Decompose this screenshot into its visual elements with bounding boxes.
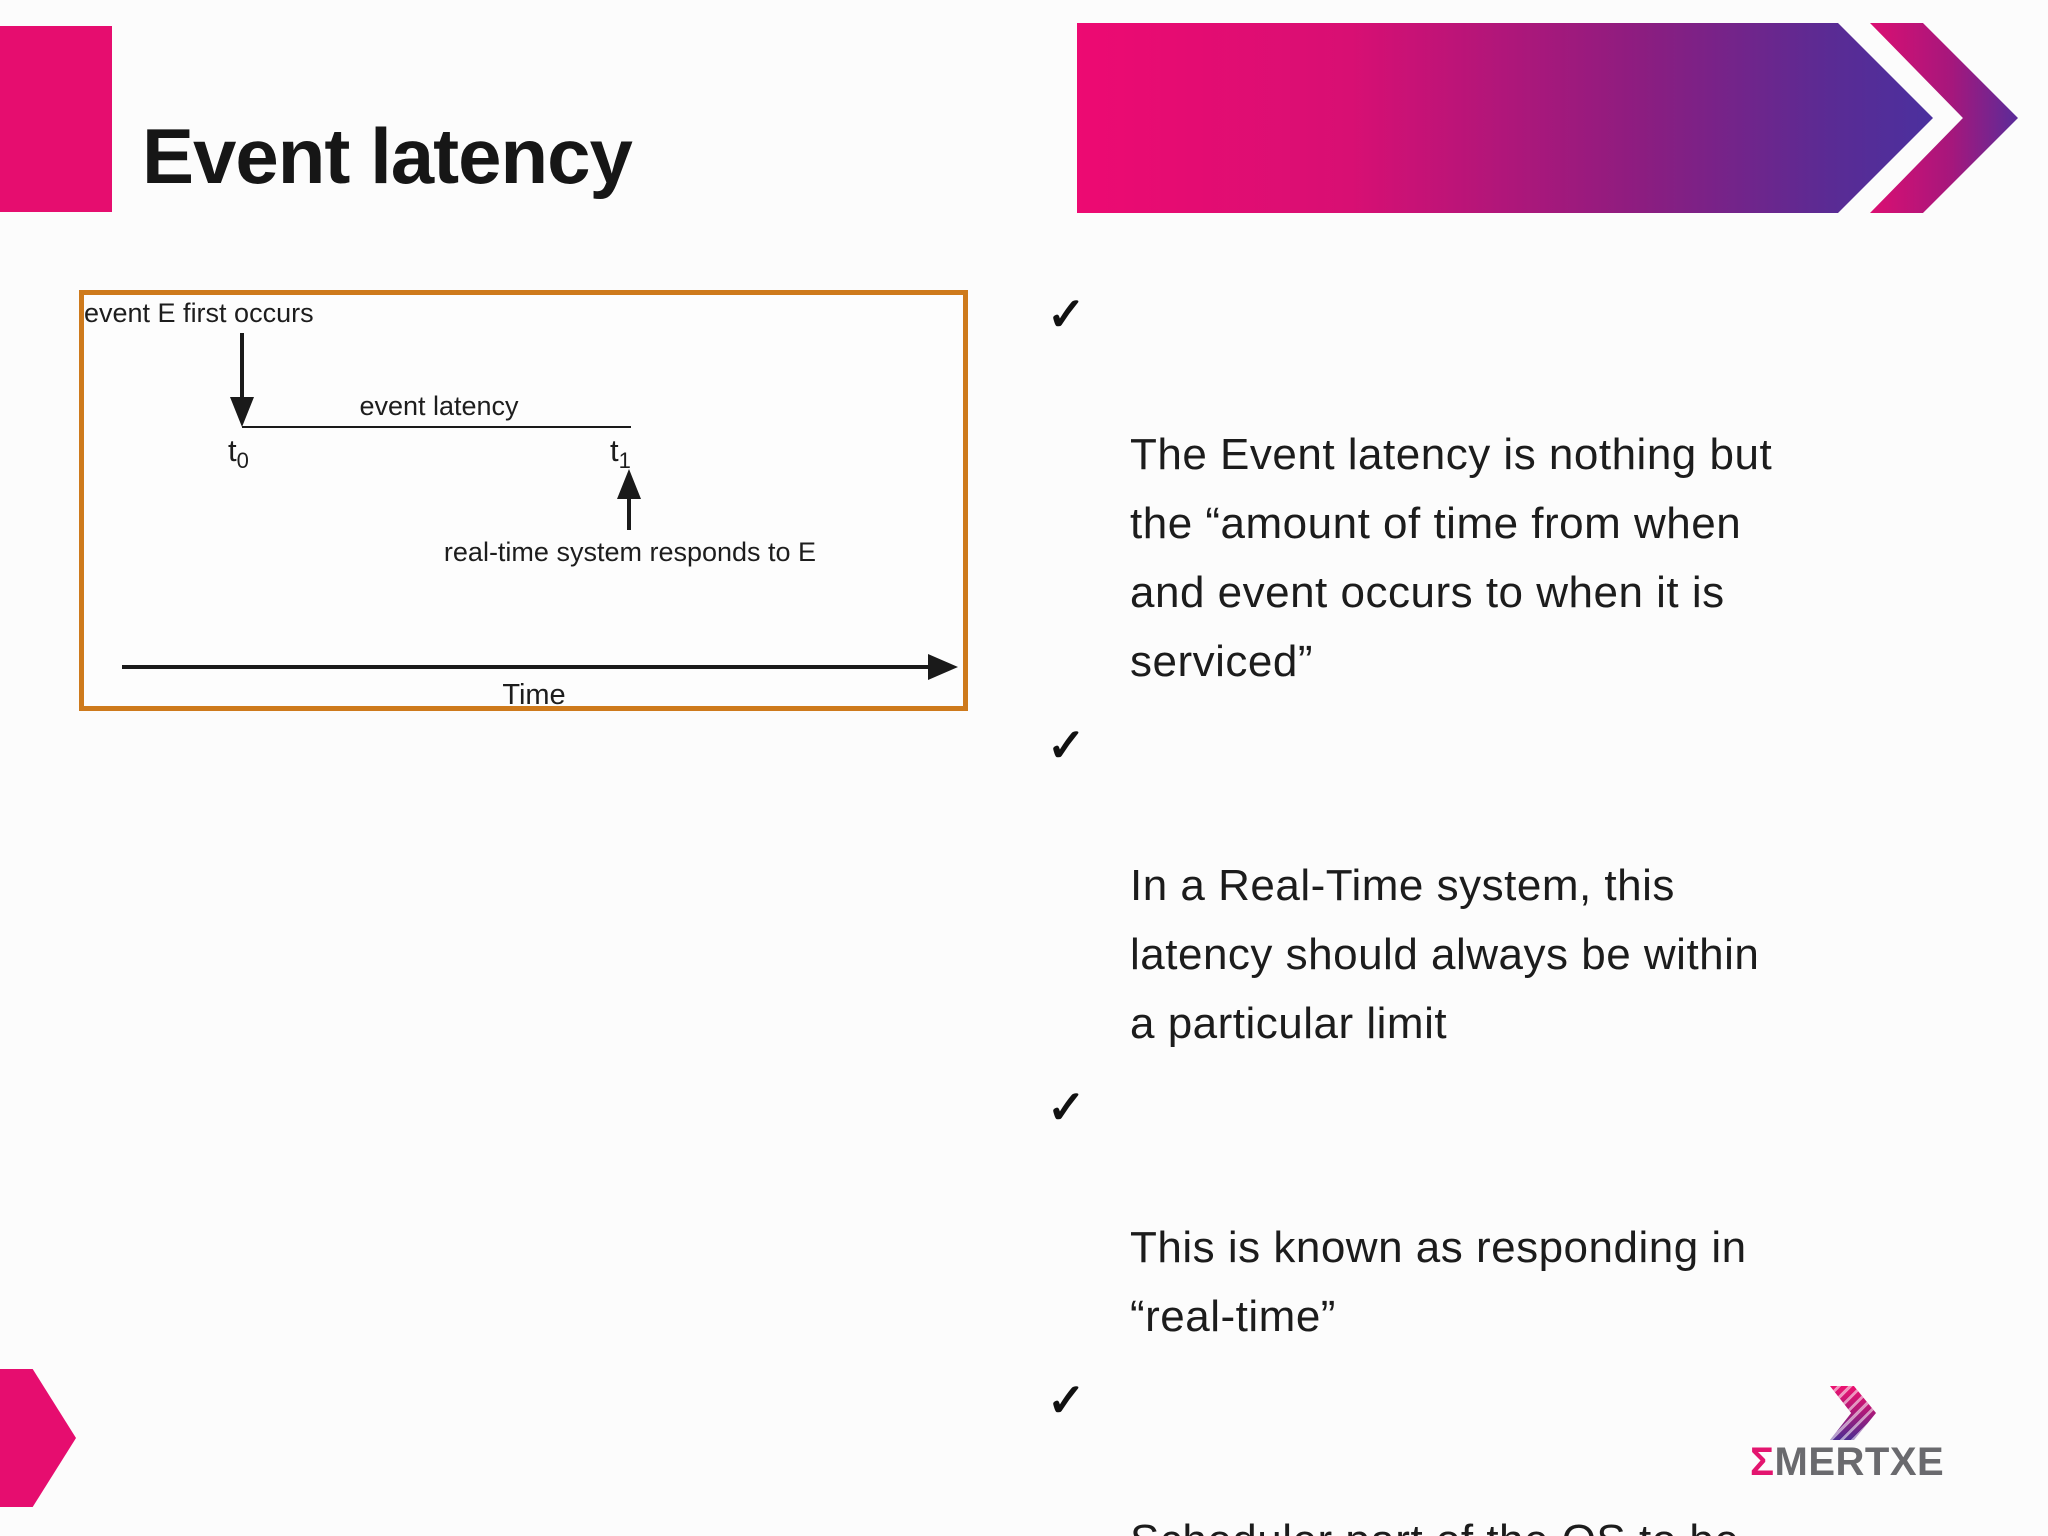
- time-axis-label: Time: [502, 679, 566, 711]
- t1-label: t1: [610, 433, 631, 474]
- t0-label: t0: [228, 433, 249, 474]
- bullet-item: ✓ The Event latency is nothing but the “…: [1047, 282, 2007, 696]
- checkmark-icon: ✓: [1047, 719, 1087, 771]
- bullet-item: ✓ This is known as responding in “real-t…: [1047, 1075, 2007, 1351]
- logo-chevron-icon: [1830, 1386, 1876, 1440]
- logo-wordmark: ΣMERTXE: [1750, 1440, 1944, 1485]
- bullet-text: This is known as responding in “real-tim…: [1130, 1223, 1747, 1341]
- diagram-arrows: [122, 333, 958, 680]
- bullet-text: The Event latency is nothing but the “am…: [1130, 430, 1773, 686]
- page-title: Event latency: [142, 112, 633, 201]
- t1-subscript: 1: [618, 448, 631, 474]
- footer-accent-arrow: [0, 1369, 76, 1507]
- t0-base: t: [228, 433, 237, 468]
- diagram-canvas: event E first occurs event latency t0 t1…: [84, 295, 963, 711]
- bullet-list: ✓ The Event latency is nothing but the “…: [1047, 282, 2007, 1536]
- header-banner: [1077, 23, 1933, 213]
- logo-sigma: Σ: [1750, 1440, 1775, 1484]
- checkmark-icon: ✓: [1047, 288, 1087, 340]
- bullet-text: In a Real-Time system, this latency shou…: [1130, 861, 1760, 1048]
- logo-name: MERTXE: [1774, 1440, 1945, 1484]
- t0-subscript: 0: [236, 448, 249, 474]
- corner-accent-bar: [0, 26, 112, 212]
- emertxe-logo: ΣMERTXE: [1750, 1386, 1950, 1484]
- responds-label: real-time system responds to E: [443, 537, 817, 567]
- bullet-item: ✓ In a Real-Time system, this latency sh…: [1047, 713, 2007, 1058]
- bullet-item: ✓ Scheduler part of the OS to be configu…: [1047, 1368, 2007, 1536]
- event-first-label: event E first occurs: [84, 298, 314, 328]
- event-latency-label: event latency: [359, 391, 519, 421]
- t1-base: t: [610, 433, 619, 468]
- diagram-panel: event E first occurs event latency t0 t1…: [79, 290, 968, 711]
- checkmark-icon: ✓: [1047, 1374, 1087, 1426]
- checkmark-icon: ✓: [1047, 1081, 1087, 1133]
- bullet-text: Scheduler part of the OS to be configure…: [1130, 1516, 1739, 1536]
